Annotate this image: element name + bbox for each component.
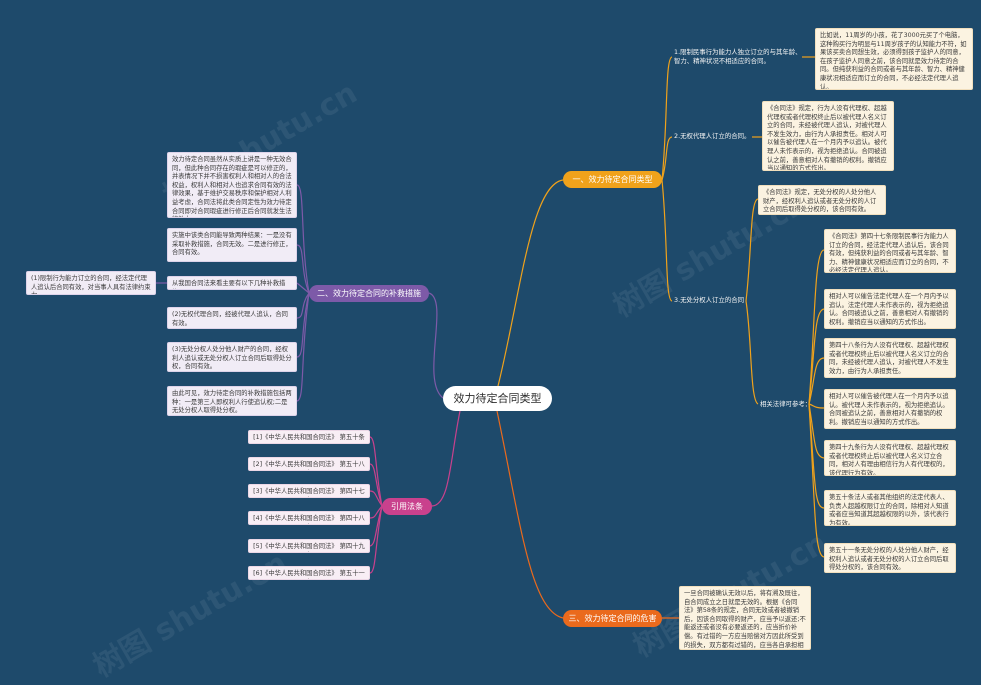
remedy-side-note: (1)限制行为能力订立的合同，经法定代理人追认后合同有效，对当事人具有法律约束力… [26, 271, 156, 295]
law-note: 相对人可以催告法定代理人在一个月内予以追认。法定代理人未作表示的，视为拒绝追认。… [824, 289, 956, 329]
law-reference[interactable]: [6]《中华人民共和国合同法》 第五十一条 [248, 566, 370, 580]
law-note: 第四十九条行为人没有代理权、超越代理权或者代理权终止后以被代理人名义订立合同，相… [824, 440, 956, 476]
law-reference[interactable]: [1]《中华人民共和国合同法》 第五十条 [248, 430, 370, 444]
subtopic-no-disposal-right[interactable]: 3.无处分权人订立的合同 [674, 296, 745, 304]
note-no-disposal-right: 《合同法》规定，无处分权的人处分他人财产，经权利人追认或者无处分权的人订立合同后… [758, 185, 886, 215]
remedy-note: 效力待定合同虽然从实质上讲是一种无效合同，但此种合同存在的瑕疵是可以修正的，并表… [167, 152, 297, 218]
root-topic[interactable]: 效力待定合同类型 [443, 386, 552, 411]
remedy-note: 从我国合同法来看主要有以下几种补救措施： [167, 276, 297, 290]
branch-harms[interactable]: 三、效力待定合同的危害 [563, 610, 662, 627]
law-note: 相对人可以催告被代理人在一个月内予以追认。被代理人未作表示的，视为拒绝追认。合同… [824, 389, 956, 429]
branch-remedies[interactable]: 二、效力待定合同的补救措施 [309, 285, 429, 302]
subtopic-limited-capacity[interactable]: 1.限制民事行为能力人独立订立的与其年龄、智力、精神状况不相适应的合同。 [674, 48, 802, 65]
law-note: 第五十条法人或者其他组织的法定代表人、负责人超越权限订立的合同，除相对人知道或者… [824, 490, 956, 526]
remedy-note: (3)无处分权人处分他人财产的合同，经权利人追认或无处分权人订立合同后取得处分权… [167, 342, 297, 372]
related-laws-label[interactable]: 相关法律可参考： [760, 400, 812, 408]
remedy-note: 实施中该类合同能导致两种结果：一是没有采取补救措施，合同无效。二是进行修正，合同… [167, 228, 297, 262]
law-note: 第四十八条行为人没有代理权、超越代理权或者代理权终止后以被代理人名义订立的合同，… [824, 338, 956, 378]
law-note: 《合同法》第四十七条限制民事行为能力人订立的合同，经法定代理人追认后，该合同有效… [824, 229, 956, 273]
remedy-note: (2)无权代理合同，经被代理人追认，合同有效。 [167, 307, 297, 329]
branch-contract-types[interactable]: 一、效力待定合同类型 [563, 171, 662, 188]
law-reference[interactable]: [3]《中华人民共和国合同法》 第四十七条 [248, 484, 370, 498]
branch-cited-laws[interactable]: 引用法条 [382, 498, 432, 515]
remedy-note: 由此可见，效力待定合同的补救措施包括两种：一是第三人即权利人行使追认权;二是无处… [167, 386, 297, 416]
note-limited-capacity: 比如说，11周岁的小孩，花了3000元买了个电脑，这种购买行为明显与11周岁孩子… [815, 28, 973, 90]
note-unauthorized-agent: 《合同法》规定，行为人没有代理权、超越代理权或者代理权终止后以被代理人名义订立的… [762, 101, 894, 171]
subtopic-limited-capacity-label: 1.限制民事行为能力人独立订立的与其年龄、智力、精神状况不相适应的合同。 [674, 48, 802, 65]
law-reference[interactable]: [4]《中华人民共和国合同法》 第四十八条 [248, 511, 370, 525]
subtopic-unauthorized-agent[interactable]: 2.无权代理人订立的合同。 [674, 132, 751, 140]
law-reference[interactable]: [5]《中华人民共和国合同法》 第四十九条 [248, 539, 370, 553]
law-reference[interactable]: [2]《中华人民共和国合同法》 第五十八条 [248, 457, 370, 471]
law-note: 第五十一条无处分权的人处分他人财产，经权利人追认或者无处分权的人订立合同后取得处… [824, 543, 956, 573]
note-harms: 一旦合同被确认无效以后，将有溯及既往，自合同成立之日就是无效的。根据《合同法》第… [679, 586, 811, 650]
